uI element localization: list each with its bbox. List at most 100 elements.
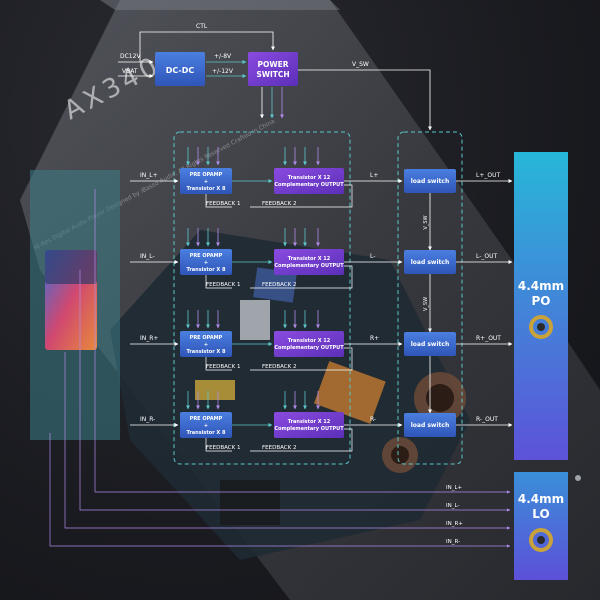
transistor-block xyxy=(274,331,344,357)
port-po-size: 4.4mm xyxy=(518,279,564,293)
transistor-label: Transistor X 12 xyxy=(288,256,331,262)
preamp-block xyxy=(180,331,232,357)
preamp-label: PRE OPAMP xyxy=(190,416,223,422)
v8-label: +/-8V xyxy=(214,53,232,60)
channel-row: IN_L+PRE OPAMP+Transistor X 8Transistor … xyxy=(130,147,513,208)
feedback-2-path xyxy=(250,184,353,208)
phone-screen-top xyxy=(45,250,97,284)
transistor-block xyxy=(274,249,344,275)
vsw-label: V_SW xyxy=(352,61,369,68)
bottom-routing: IN_L+ IN_L- IN_R+ IN_R- xyxy=(49,189,511,548)
power-switch-label-2: SWITCH xyxy=(256,70,289,79)
preamp-label: PRE OPAMP xyxy=(190,335,223,341)
load-switch-block xyxy=(404,413,456,437)
jack-hole-2-inner xyxy=(391,446,409,464)
feedback-2-label: FEEDBACK 2 xyxy=(262,445,296,451)
port-po-panel xyxy=(514,152,568,460)
preamp-label: + xyxy=(204,342,208,348)
signal-label: L- xyxy=(370,253,375,260)
load-switch-label: load switch xyxy=(411,422,449,429)
transistor-label: Complementary OUTPUT xyxy=(274,182,344,188)
output-label: R-_OUT xyxy=(476,416,498,423)
transistor-block xyxy=(274,412,344,438)
switch-group-frame xyxy=(397,131,463,465)
transistor-label: Transistor X 12 xyxy=(288,419,331,425)
input-label: IN_R+ xyxy=(140,335,158,342)
load-switch-label: load switch xyxy=(411,178,449,185)
preamp-block xyxy=(180,168,232,194)
port-lo-jack-icon xyxy=(529,528,553,552)
preamp-label: Transistor X 8 xyxy=(186,349,226,355)
bottom-route-label: IN_R+ xyxy=(446,521,463,527)
preamp-label: + xyxy=(204,260,208,266)
vsw-chain-label: V_SW xyxy=(423,297,429,311)
output-label: R+_OUT xyxy=(476,335,501,342)
transistor-block xyxy=(274,168,344,194)
transistor-label: Complementary OUTPUT xyxy=(274,426,344,432)
feedback-2-path xyxy=(250,428,353,452)
preamp-label: PRE OPAMP xyxy=(190,253,223,259)
v12-label: +/-12V xyxy=(212,68,234,75)
bottom-route-label: IN_L+ xyxy=(446,485,463,491)
port-lo-size: 4.4mm xyxy=(518,492,564,506)
channel-row: IN_R- PRE OPAMP+Transistor X 8 Transistor … xyxy=(130,391,513,452)
feedback-1-label: FEEDBACK 1 xyxy=(206,282,240,288)
preamp-block xyxy=(180,249,232,275)
bottom-route-label: IN_L- xyxy=(446,503,459,509)
transistor-label: Transistor X 12 xyxy=(288,175,331,181)
dc12v-label: DC12V xyxy=(120,53,141,60)
port-po-type: PO xyxy=(532,294,551,308)
bottom-route-line xyxy=(79,270,511,512)
bottom-route-line xyxy=(64,352,511,530)
input-label: IN_L+ xyxy=(140,172,158,179)
signal-label: R- xyxy=(370,416,376,423)
preamp-label: Transistor X 8 xyxy=(186,430,226,436)
power-section: DC-DC POWER SWITCH DC12V VBAT +/-8V +/-1… xyxy=(118,23,432,131)
port-po: 4.4mm PO xyxy=(514,152,568,460)
ctl-line xyxy=(139,31,275,62)
port-lo-jack-core xyxy=(537,536,545,544)
preamp-label: Transistor X 8 xyxy=(186,186,226,192)
load-switch-label: load switch xyxy=(411,341,449,348)
feedback-1-label: FEEDBACK 1 xyxy=(206,201,240,207)
device-background: AX340 Hi-Res Digital Audio Player Design… xyxy=(20,0,600,600)
port-lo-type: LO xyxy=(532,507,549,521)
feedback-1-path xyxy=(205,275,232,289)
feedback-2-label: FEEDBACK 2 xyxy=(262,201,296,207)
pcb-chip-1 xyxy=(253,267,297,303)
pcb-board xyxy=(110,230,470,560)
load-switch-block xyxy=(404,332,456,356)
preamp-label: Transistor X 8 xyxy=(186,267,226,273)
transistor-label: Complementary OUTPUT xyxy=(274,345,344,351)
transistor-label: Transistor X 12 xyxy=(288,338,331,344)
preamp-label: PRE OPAMP xyxy=(190,172,223,178)
feedback-1-path xyxy=(205,194,232,208)
load-switch-block xyxy=(404,250,456,274)
preamp-label: + xyxy=(204,423,208,429)
bottom-route-label: IN_R- xyxy=(446,539,460,545)
feedback-2-path xyxy=(250,347,353,371)
device-top-edge xyxy=(100,0,340,10)
vsw-chain-label: V_SW xyxy=(423,215,429,229)
dcdc-label: DC-DC xyxy=(166,66,195,75)
feedback-1-path xyxy=(205,438,232,452)
port-po-jack-core xyxy=(537,323,545,331)
bottom-route-line xyxy=(49,433,511,548)
transistor-label: Complementary OUTPUT xyxy=(274,263,344,269)
power-switch-block xyxy=(248,52,298,86)
input-label: IN_L- xyxy=(140,253,155,260)
ctl-label: CTL xyxy=(196,23,208,30)
channel-row: IN_R+ PRE OPAMP+Transistor X 8 Transistor … xyxy=(130,310,513,371)
feedback-1-path xyxy=(205,357,232,371)
feedback-2-label: FEEDBACK 2 xyxy=(262,364,296,370)
port-po-jack-icon xyxy=(529,315,553,339)
jack-hole-1-inner xyxy=(426,384,454,412)
pcb-chip-3 xyxy=(240,300,270,340)
input-label: IN_R- xyxy=(140,416,155,423)
pcb-chip-4 xyxy=(195,380,235,400)
preamp-block xyxy=(180,412,232,438)
power-switch-label-1: POWER xyxy=(257,60,288,69)
dcdc-block xyxy=(155,52,205,86)
